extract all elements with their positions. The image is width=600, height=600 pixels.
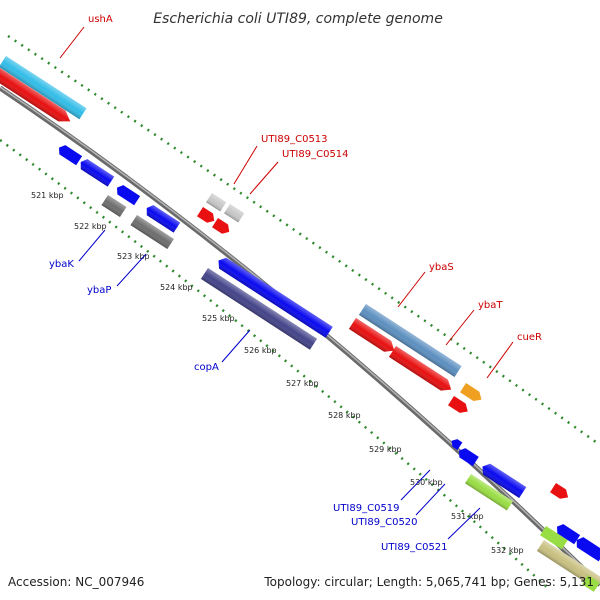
gene-light-green-far [582, 575, 600, 592]
gene-blue-7 [557, 524, 581, 545]
gene-copA-arrow [218, 257, 333, 338]
gene-label-UTI89-C0521: UTI89_C0521 [381, 542, 448, 553]
tick-label: 528 kbp [328, 411, 361, 420]
gene-copA-bar [200, 268, 318, 350]
gene-label-cueR: cueR [517, 332, 542, 343]
gene-label-ybaS: ybaS [429, 262, 454, 273]
gene-label-UTI89-C0514: UTI89_C0514 [282, 149, 349, 160]
gene-label-ybaT: ybaT [478, 300, 503, 311]
gene-label-ybaK: ybaK [49, 259, 74, 270]
tick-labels: 521 kbp 522 kbp 523 kbp 524 kbp 525 kbp … [31, 191, 524, 555]
gene-label-UTI89-C0520: UTI89_C0520 [351, 517, 418, 528]
gene-ushA-bar [0, 56, 87, 120]
gene-far-right-arrow [550, 483, 569, 499]
gene-ybaS-bar [358, 304, 462, 377]
reverse-features [59, 145, 600, 592]
tick-label: 525 kbp [202, 314, 235, 323]
tick-label: 524 kbp [160, 283, 193, 292]
gene-UTI89-C0521-bar [540, 526, 568, 550]
gene-ybaS-arrow [348, 318, 395, 352]
tick-label: 522 kbp [74, 222, 107, 231]
tick-label: 523 kbp [117, 252, 150, 261]
gene-ybaT-arrow [388, 346, 452, 391]
tick-label: 531 kbp [451, 512, 484, 521]
gene-UTI89-C0513-arrow [197, 207, 215, 223]
accession-text: Accession: NC_007946 [8, 575, 144, 589]
inner-dotted-track [0, 138, 551, 591]
gene-UTI89-C0513-bar [206, 193, 227, 212]
gene-ushA-arrow [0, 68, 71, 122]
topology-text: Topology: circular; Length: 5,065,741 bp… [263, 575, 594, 589]
gene-UTI89-C0514-arrow [212, 218, 230, 234]
tick-label: 526 kbp [244, 346, 277, 355]
gene-label-copA: copA [194, 362, 219, 373]
reverse-gene-labels: ybaK ybaP copA UTI89_C0519 UTI89_C0520 U… [49, 229, 481, 553]
gene-blue-8 [576, 537, 600, 562]
gene-ybaK-bar [101, 195, 127, 218]
tick-label: 527 kbp [286, 379, 319, 388]
map-title: Escherichia coli UTI89, complete genome [153, 11, 443, 27]
gene-blue-6 [459, 448, 479, 467]
gene-blue-1 [59, 145, 83, 166]
gene-UTI89-C0520-bar [465, 474, 513, 511]
gene-ybaT-small-arrow [448, 396, 468, 413]
tick-label: 521 kbp [31, 191, 64, 200]
gene-blue-3 [117, 185, 141, 206]
forward-gene-labels: ushA UTI89_C0513 UTI89_C0514 ybaS ybaT c… [59, 14, 542, 379]
tick-label: 530 kbp [410, 478, 443, 487]
gene-label-UTI89-C0519: UTI89_C0519 [333, 503, 400, 514]
gene-cueR-arrow [460, 383, 482, 401]
gene-label-UTI89-C0513: UTI89_C0513 [261, 134, 328, 145]
gene-UTI89-C0514-bar [224, 204, 245, 223]
gene-UTI89-C0519-arrow [482, 463, 527, 499]
forward-features [0, 56, 569, 499]
gene-blue-2 [80, 159, 115, 187]
gene-blue-4 [146, 205, 181, 233]
tick-label: 529 kbp [369, 445, 402, 454]
gene-label-ushA: ushA [88, 14, 113, 25]
gene-tan-bar [536, 540, 600, 590]
tick-label: 532 kbp [491, 546, 524, 555]
gene-ybaP-bar [130, 215, 174, 250]
gene-blue-5 [451, 439, 463, 450]
gene-label-ybaP: ybaP [87, 285, 111, 296]
